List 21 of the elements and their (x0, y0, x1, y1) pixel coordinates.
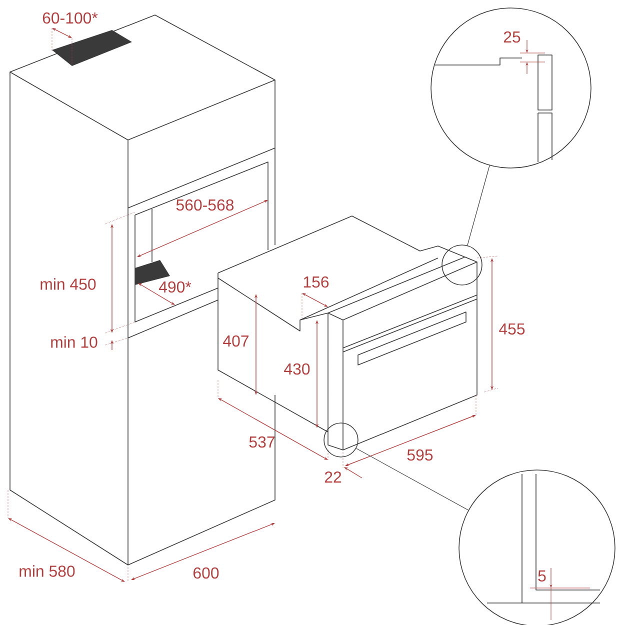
dimension-label: 156 (304, 276, 329, 288)
dimension-label: 5 (538, 570, 546, 582)
dimension-label: 600 (194, 567, 219, 579)
detail-circle (430, 8, 592, 168)
dimension-label: 455 (499, 323, 525, 335)
leader-line (467, 165, 490, 246)
marker-circle (324, 422, 358, 458)
dimension-label: 490* (158, 281, 192, 293)
marker-circle (442, 244, 482, 286)
dimension-label: 595 (407, 449, 433, 461)
dimension-label: 60-100* (42, 12, 98, 24)
dimension-label: 407 (223, 335, 248, 347)
dimension-label: 25 (504, 31, 520, 43)
dimension-label: 560-568 (176, 199, 234, 211)
dimension-label: 22 (324, 471, 342, 483)
dimension-label: 537 (249, 436, 274, 448)
dimension-label: 430 (284, 363, 310, 375)
leader-line (356, 448, 469, 510)
dimension-label: min 450 (40, 278, 96, 290)
dimension-label: min 580 (20, 565, 75, 577)
dimension-label: min 10 (51, 336, 98, 348)
